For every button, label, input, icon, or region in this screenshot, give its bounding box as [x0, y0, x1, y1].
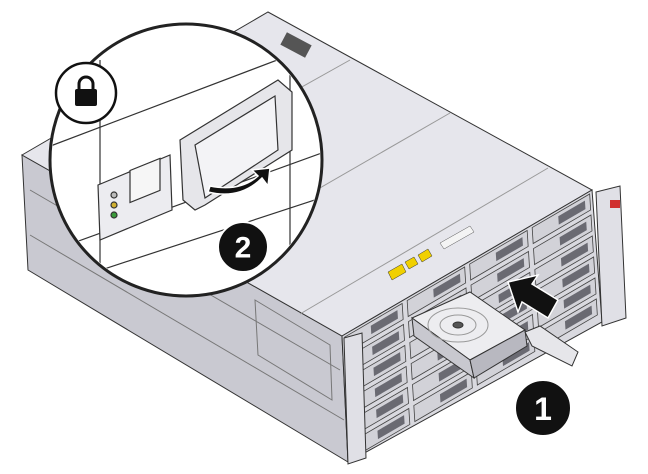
led-3 — [110, 211, 118, 219]
lock-icon — [77, 75, 95, 90]
callout-1: 1 — [514, 379, 572, 437]
led-2 — [110, 201, 118, 209]
arrow-rotate-icon — [207, 167, 271, 195]
drive-carrier — [411, 291, 579, 380]
drive-bay-vent — [439, 378, 468, 403]
lock-badge — [54, 61, 118, 125]
svg-text:2: 2 — [235, 232, 252, 265]
led-1 — [110, 191, 118, 199]
drive-bay-vent — [374, 373, 402, 398]
drive-bay-vent — [558, 200, 586, 225]
drive-bay-vent — [376, 394, 404, 419]
right-rack-ear — [595, 185, 627, 327]
drive-bay-vent — [495, 237, 523, 262]
drive-bay-vent — [372, 331, 400, 356]
drive-bay-vent — [370, 310, 398, 335]
drive-bay-vent — [559, 221, 587, 246]
drive-release-lever — [524, 325, 579, 367]
warning-labels — [387, 225, 475, 281]
drive-bay-vent — [563, 284, 591, 309]
left-rack-ear — [343, 332, 367, 465]
svg-text:1: 1 — [534, 391, 552, 427]
drive-bay-vent — [497, 258, 525, 283]
arrow-insert-icon — [507, 273, 560, 320]
top-vent — [280, 32, 312, 58]
drive-bay-vent — [433, 273, 461, 298]
ear-badge — [610, 200, 620, 208]
callout-2: 2 — [217, 221, 269, 273]
drive-bay-vent — [377, 415, 405, 440]
drive-bay-vent — [564, 305, 593, 330]
drive-bay-vent — [562, 263, 590, 288]
drive-bay-vent — [560, 242, 589, 267]
drive-bay-vent — [373, 352, 401, 377]
